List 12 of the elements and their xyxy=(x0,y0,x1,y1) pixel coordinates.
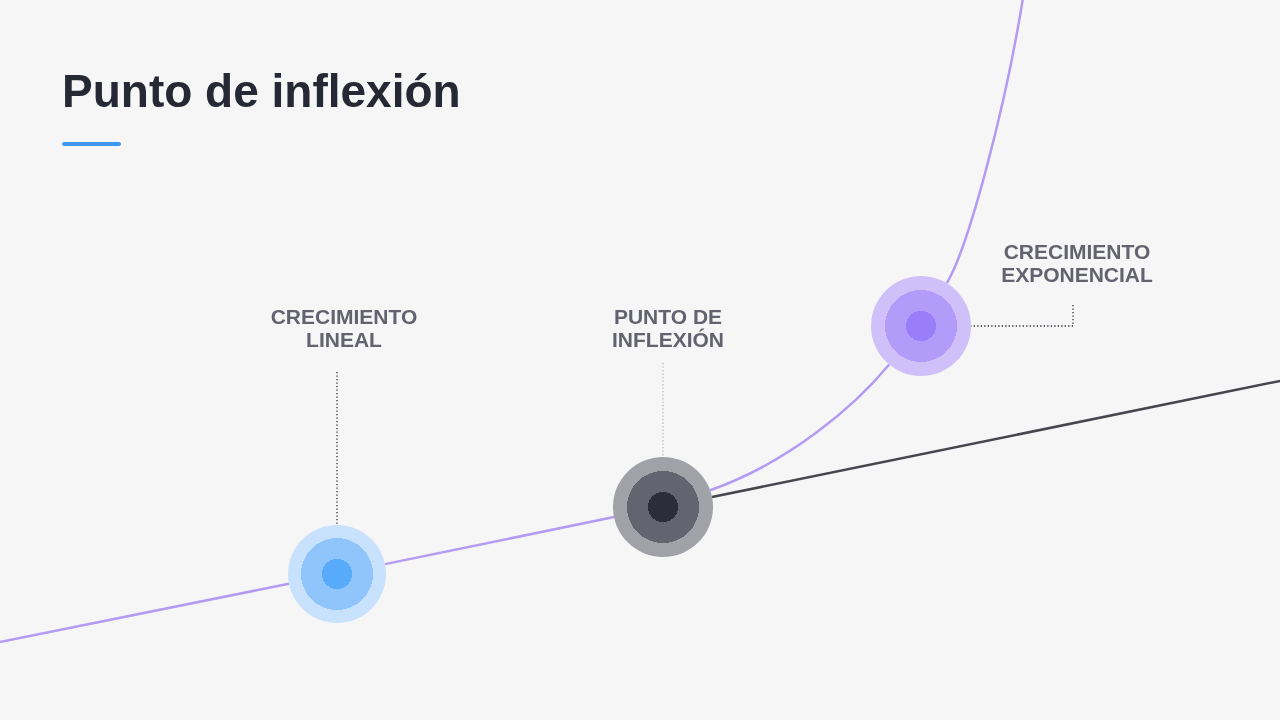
trend-line xyxy=(711,379,1280,499)
leader-line xyxy=(970,304,1074,327)
leader-line xyxy=(662,362,664,458)
callout-label: PUNTO DE INFLEXIÓN xyxy=(611,305,725,351)
callout-label: CRECIMIENTO LINEAL xyxy=(269,305,419,351)
growth-curve xyxy=(384,515,615,566)
leader-line xyxy=(336,371,338,526)
growth-curve xyxy=(709,363,891,492)
callout-label: CRECIMIENTO EXPONENCIAL xyxy=(1000,240,1154,286)
slide-title: Punto de inflexión xyxy=(62,66,461,117)
growth-curve xyxy=(0,582,290,644)
growth-curve xyxy=(945,0,1025,284)
